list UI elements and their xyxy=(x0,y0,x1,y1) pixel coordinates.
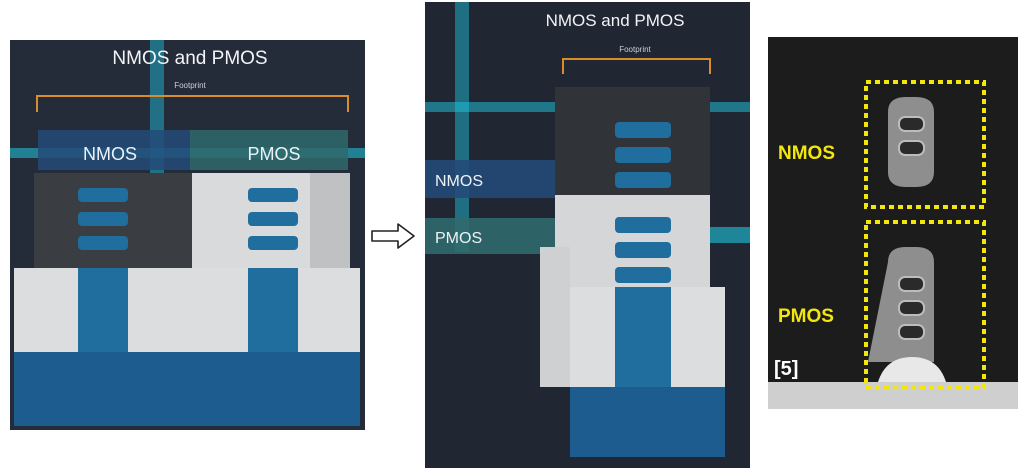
base-step-left xyxy=(540,247,570,387)
nmos-highlight-box xyxy=(864,80,986,209)
footprint-label: Footprint xyxy=(174,81,206,90)
pmos-channel-2 xyxy=(898,300,925,316)
pmos-channel-1 xyxy=(898,276,925,292)
pmos-label: PMOS xyxy=(247,144,300,164)
pmos-band xyxy=(425,218,555,254)
nmos-nanosheet-3 xyxy=(78,236,128,250)
pmos-label: PMOS xyxy=(435,230,482,247)
citation-label: [5] xyxy=(774,358,798,380)
nmos-nanosheet-2 xyxy=(615,147,671,163)
diagram-title: NMOS and PMOS xyxy=(546,11,685,30)
nmos-label: NMOS xyxy=(435,173,483,190)
nmos-label: NMOS xyxy=(83,144,137,164)
pmos-nanosheet-2 xyxy=(248,212,298,226)
base-oxide-layer xyxy=(14,268,360,352)
footprint-bracket xyxy=(36,95,349,112)
stacked-transistor-panel: NMOS and PMOS Footprint NMOS PMOS xyxy=(425,2,750,468)
nmos-nanosheet-3 xyxy=(615,172,671,188)
pmos-band xyxy=(190,130,348,170)
nmos-channel-2 xyxy=(898,140,925,156)
pmos-highlight-box xyxy=(864,220,986,389)
footprint-bracket xyxy=(562,58,711,74)
substrate xyxy=(14,352,360,426)
pmos-fin-bump xyxy=(878,357,946,382)
pmos-fin xyxy=(248,268,298,352)
nmos-channel-1 xyxy=(898,116,925,132)
pmos-nanosheet-3 xyxy=(248,236,298,250)
pmos-block-shade xyxy=(310,173,350,268)
substrate xyxy=(570,387,725,457)
transition-arrow-icon xyxy=(371,223,415,249)
pmos-nanosheet-3 xyxy=(615,267,671,283)
pmos-nanosheet-2 xyxy=(615,242,671,258)
pmos-label: PMOS xyxy=(778,306,834,327)
diagram-title: NMOS and PMOS xyxy=(112,48,267,69)
nmos-nanosheet-1 xyxy=(615,122,671,138)
nmos-band xyxy=(425,160,555,198)
nmos-band xyxy=(38,130,190,170)
side-by-side-transistor-panel: NMOS and PMOS Footprint NMOS PMOS xyxy=(10,40,365,430)
pmos-nanosheet-1 xyxy=(615,217,671,233)
pmos-channel-3 xyxy=(898,324,925,340)
nmos-fin xyxy=(78,268,128,352)
tem-micrograph: NMOS PMOS [5] xyxy=(768,37,1018,409)
tem-micrograph-panel: NMOS PMOS [5] xyxy=(768,37,1018,409)
nmos-nanosheet-2 xyxy=(78,212,128,226)
nmos-label: NMOS xyxy=(778,143,835,164)
cyan-glow-horizontal-right xyxy=(705,227,750,243)
stacked-diagram: NMOS and PMOS Footprint NMOS PMOS xyxy=(425,2,750,468)
footprint-label: Footprint xyxy=(619,45,651,54)
cyan-glow-vertical xyxy=(455,2,469,252)
fin xyxy=(615,287,671,387)
side-by-side-diagram: NMOS and PMOS Footprint NMOS PMOS xyxy=(10,40,365,430)
pmos-nanosheet-1 xyxy=(248,188,298,202)
nmos-nanosheet-1 xyxy=(78,188,128,202)
